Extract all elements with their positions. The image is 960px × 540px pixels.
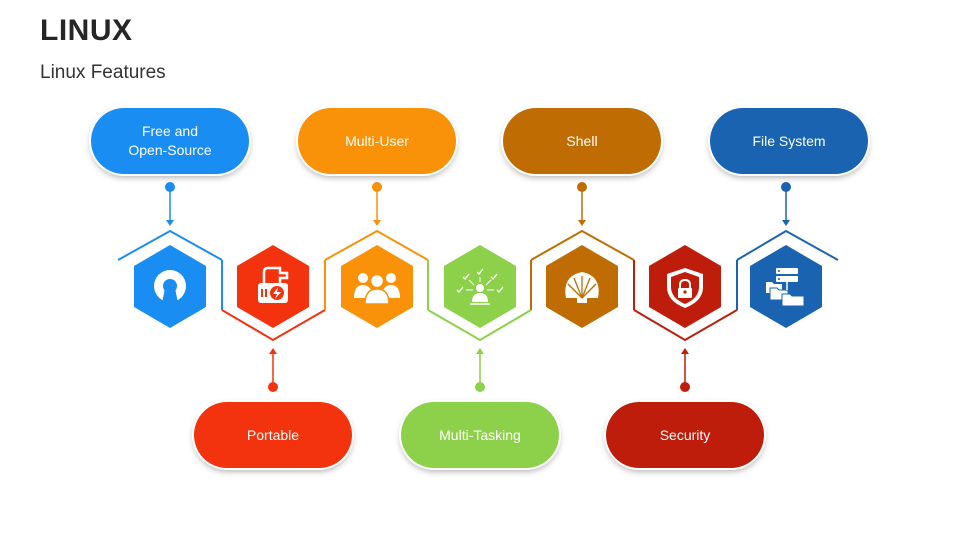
- multitasking-icon: [456, 268, 504, 305]
- outline-segment: [324, 229, 429, 261]
- page-title: LINUX: [40, 14, 133, 47]
- feature-pill-shell: Shell: [503, 108, 661, 174]
- outline-segment: [530, 229, 635, 261]
- shell-icon: [565, 272, 599, 303]
- feature-pill-file-system: File System: [710, 108, 868, 174]
- outline-segment: [117, 229, 223, 261]
- feature-label: Portable: [246, 426, 300, 443]
- connector-dot: [475, 382, 485, 392]
- file-system-icon: [766, 268, 805, 307]
- outline-segment: [221, 309, 326, 342]
- feature-label: Multi-Tasking: [439, 426, 521, 443]
- feature-pill-multi-tasking: Multi-Tasking: [401, 402, 559, 468]
- feature-pill-multi-user: Multi-User: [298, 108, 456, 174]
- outline-segment: [427, 309, 532, 342]
- connector-arrow: [681, 348, 689, 354]
- open-source-icon: [154, 270, 186, 303]
- connector-arrow: [373, 220, 381, 226]
- connector-dot: [680, 382, 690, 392]
- connector-arrow: [782, 220, 790, 226]
- outline-segment: [633, 309, 738, 342]
- connector-arrow: [166, 220, 174, 226]
- connector-dot: [577, 182, 587, 192]
- page-subtitle: Linux Features: [40, 62, 166, 83]
- feature-label: Security: [659, 426, 711, 443]
- users-icon: [354, 273, 400, 305]
- feature-label: Multi-User: [345, 132, 409, 149]
- connector-arrow: [269, 348, 277, 354]
- connector-dot: [268, 382, 278, 392]
- feature-label: File System: [752, 132, 826, 149]
- shield-lock-icon: [667, 268, 703, 308]
- connector-dot: [165, 182, 175, 192]
- feature-pill-portable: Portable: [194, 402, 352, 468]
- feature-pill-security: Security: [606, 402, 764, 468]
- feature-label: Shell: [566, 132, 598, 149]
- connector-dot: [781, 182, 791, 192]
- portable-drive-icon: [258, 266, 289, 303]
- connector-arrow: [476, 348, 484, 354]
- connector-arrow: [578, 220, 586, 226]
- outline-segment: [736, 229, 839, 261]
- connector-dot: [372, 182, 382, 192]
- hexagon-file-system: [750, 245, 822, 328]
